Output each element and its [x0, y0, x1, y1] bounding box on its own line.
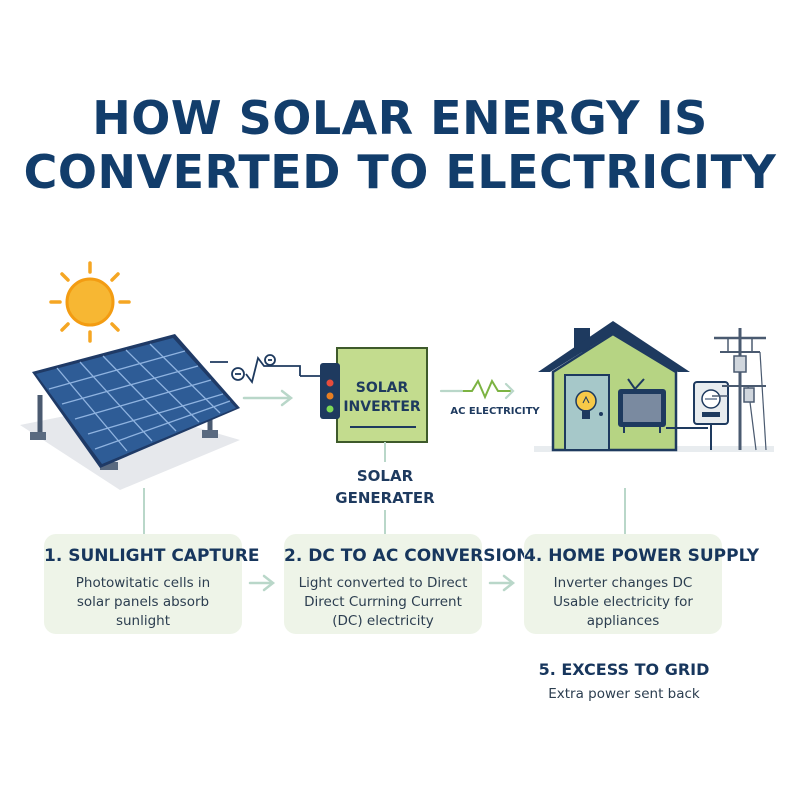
connector-lines [143, 442, 626, 534]
step-card-home-power-supply: 4. HOME POWER SUPPLY Inverter changes DC… [524, 534, 760, 634]
step-card-dc-to-ac-conversion: 2. DC TO AC CONVERSION Light converted t… [284, 534, 531, 634]
step-description-line: appliances [586, 613, 660, 629]
step-description-line: sunlight [115, 613, 171, 629]
step-card-sunlight-capture: 1. SUNLIGHT CAPTURE Photowitatic cells i… [44, 534, 260, 634]
step-description-line: Inverter changes DC [553, 575, 693, 591]
inverter-label-line-1: SOLAR [355, 380, 409, 396]
step-title: 1. SUNLIGHT CAPTURE [44, 546, 260, 566]
dc-wave-icon [210, 354, 301, 385]
inverter-icon [300, 347, 428, 443]
step-description-line: solar panels absorb [76, 594, 210, 610]
excess-to-grid-description: Extra power sent back [548, 686, 700, 702]
meter-icon [666, 381, 729, 450]
generator-label-line-2: GENERATER [335, 489, 435, 507]
arrow-icon [248, 574, 516, 592]
light-bulb-icon [575, 390, 597, 419]
power-pole-icon [712, 328, 767, 451]
step-title: 2. DC TO AC CONVERSION [284, 546, 531, 566]
sun-icon [49, 261, 131, 343]
inverter-label-line-2: INVERTER [343, 399, 421, 415]
step-title: 4. HOME POWER SUPPLY [524, 546, 760, 566]
page-title-line-2: CONVERTED TO ELECTRICITY [23, 145, 777, 199]
step-description-line: Light converted to Direct [298, 575, 468, 591]
tv-icon [618, 378, 666, 433]
page-title-line-1: HOW SOLAR ENERGY IS [92, 91, 708, 145]
step-description-line: Direct Currning Current [304, 594, 462, 610]
ac-electricity-label: AC ELECTRICITY [450, 406, 540, 417]
arrow-icon [242, 389, 294, 407]
solar-panel-icon [20, 334, 240, 490]
step-description-line: (DC) electricity [332, 613, 434, 629]
step-description-line: Photowitatic cells in [75, 575, 211, 591]
excess-to-grid-title: 5. EXCESS TO GRID [538, 660, 710, 679]
step-description-line: Usable electricity for [553, 594, 693, 610]
generator-label-line-1: SOLAR [356, 467, 414, 485]
ac-wave-icon [439, 378, 515, 400]
